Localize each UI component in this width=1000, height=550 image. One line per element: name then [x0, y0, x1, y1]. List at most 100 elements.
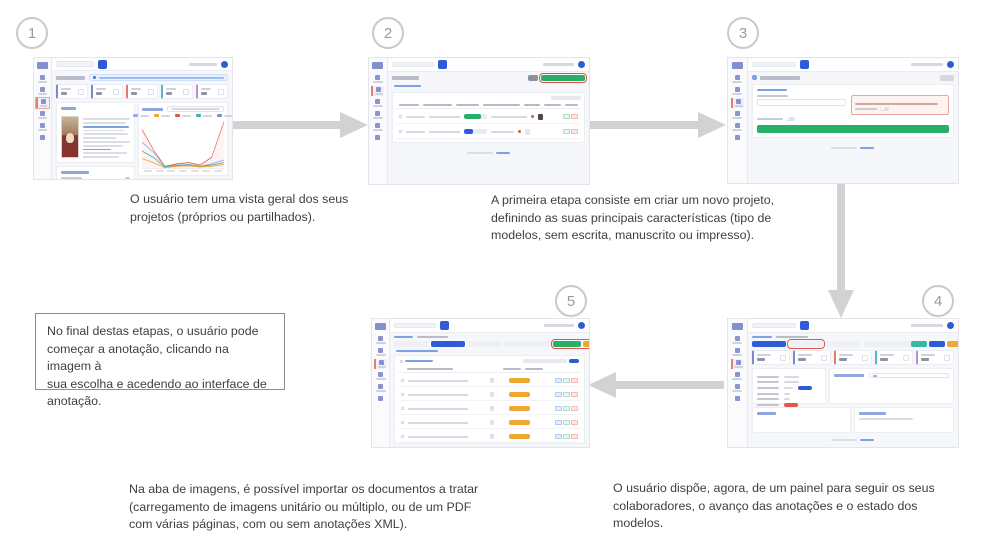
row-checkbox[interactable] [401, 421, 405, 425]
screenshot-project-dashboard[interactable] [727, 318, 959, 448]
sidebar-item-current-project[interactable] [730, 359, 744, 369]
view-button[interactable] [555, 392, 562, 398]
avatar[interactable] [221, 60, 228, 68]
table-search-input[interactable] [523, 359, 567, 364]
sidebar-item-projects[interactable] [731, 347, 744, 357]
table-row[interactable] [398, 403, 581, 416]
annotate-button[interactable] [563, 420, 570, 426]
filter-button[interactable] [528, 74, 538, 81]
sidebar-item-datasets[interactable] [371, 110, 384, 120]
sidebar-item-dashboard[interactable] [371, 74, 384, 84]
row-checkbox[interactable] [398, 115, 402, 119]
search-input[interactable] [56, 61, 94, 67]
kpi-card[interactable] [91, 84, 123, 100]
cancel-button[interactable] [940, 74, 954, 81]
collaborator-select[interactable] [869, 373, 949, 379]
screenshot-projects-list[interactable] [368, 57, 590, 185]
sidebar-item-projects[interactable] [374, 347, 387, 357]
import-multiple-images-button[interactable] [583, 341, 589, 348]
kpi-card[interactable] [161, 84, 193, 100]
sidebar-item-projects[interactable] [36, 86, 48, 96]
table-row[interactable] [395, 126, 581, 139]
kpi-card[interactable] [56, 84, 88, 100]
action-button-annotate[interactable] [910, 341, 927, 348]
avatar[interactable] [578, 60, 585, 68]
row-checkbox[interactable] [401, 407, 405, 411]
delete-button[interactable] [571, 434, 578, 440]
view-button[interactable] [555, 420, 562, 426]
sidebar-item-help[interactable] [371, 134, 384, 141]
table-row[interactable] [398, 431, 581, 444]
kpi-card[interactable] [196, 84, 228, 100]
annotate-button[interactable] [563, 434, 570, 440]
create-button[interactable] [756, 124, 949, 133]
sidebar-item-settings[interactable] [371, 122, 384, 132]
create-new-project-button[interactable] [539, 72, 587, 83]
tab-models[interactable] [825, 341, 860, 348]
sidebar-item-help[interactable] [731, 395, 744, 402]
view-button[interactable] [555, 434, 562, 440]
breadcrumb[interactable] [393, 84, 421, 87]
kpi-card[interactable] [874, 350, 913, 366]
select-all-checkbox[interactable] [400, 359, 404, 363]
screenshot-images-tab[interactable] [371, 318, 590, 448]
tab-collaborators[interactable] [505, 341, 554, 348]
sidebar-item-help[interactable] [374, 395, 387, 402]
delete-button[interactable] [571, 114, 578, 120]
sidebar-item-settings[interactable] [731, 383, 744, 393]
back-icon[interactable] [751, 75, 757, 81]
sidebar-item-images[interactable] [374, 359, 387, 369]
sidebar-item-dashboard[interactable] [731, 74, 744, 84]
screenshot-new-project-form[interactable] [727, 57, 959, 184]
kpi-card[interactable] [792, 350, 831, 366]
chart-filter-select[interactable] [167, 106, 224, 113]
annotate-button[interactable] [563, 406, 570, 412]
breadcrumb-projects[interactable] [394, 336, 414, 339]
screenshot-dashboard[interactable] [33, 57, 233, 180]
sidebar-item-settings[interactable] [731, 122, 744, 132]
edit-button[interactable] [563, 129, 570, 135]
table-row[interactable] [398, 417, 581, 430]
sidebar-rail[interactable] [372, 319, 391, 447]
sidebar-item-settings[interactable] [374, 383, 387, 393]
sidebar-rail[interactable] [369, 58, 388, 184]
search-input[interactable] [394, 322, 437, 329]
sidebar-item-create[interactable] [730, 98, 744, 108]
sidebar-item-settings[interactable] [36, 122, 48, 132]
kpi-card[interactable] [751, 350, 790, 366]
sidebar-item-help[interactable] [36, 134, 48, 141]
view-button[interactable] [555, 378, 562, 384]
sidebar-item-projects[interactable] [731, 86, 744, 96]
project-name-input[interactable] [756, 98, 847, 106]
delete-button[interactable] [571, 392, 578, 398]
view-button[interactable] [555, 406, 562, 412]
sidebar-item-models[interactable] [374, 371, 387, 381]
page-button[interactable] [569, 359, 579, 364]
sidebar-item-dashboard[interactable] [374, 335, 387, 345]
table-row[interactable] [398, 375, 581, 388]
tab-collaborators[interactable] [862, 341, 911, 348]
delete-button[interactable] [571, 420, 578, 426]
sidebar-rail[interactable] [728, 58, 748, 183]
handwritten-toggle[interactable] [880, 106, 890, 111]
edit-button[interactable] [563, 114, 570, 120]
delete-button[interactable] [571, 378, 578, 384]
sidebar-item-selected[interactable] [35, 97, 50, 109]
sidebar-item-help[interactable] [731, 134, 744, 141]
row-checkbox[interactable] [401, 393, 405, 397]
annotate-button[interactable] [563, 392, 570, 398]
tab-models[interactable] [468, 341, 503, 348]
row-checkbox[interactable] [401, 435, 405, 439]
tab-images[interactable] [431, 341, 466, 348]
sidebar-rail[interactable] [728, 319, 748, 447]
row-checkbox[interactable] [398, 130, 402, 134]
import-single-image-button[interactable] [553, 341, 582, 348]
tab-dashboard[interactable] [394, 341, 429, 348]
search-input[interactable] [751, 322, 797, 329]
tab-dashboard[interactable] [751, 341, 786, 348]
sidebar-item-dashboard[interactable] [36, 74, 48, 84]
sidebar-item-models[interactable] [36, 110, 48, 120]
search-input[interactable] [391, 61, 435, 68]
row-checkbox[interactable] [401, 379, 405, 383]
table-search-input[interactable] [551, 95, 581, 100]
